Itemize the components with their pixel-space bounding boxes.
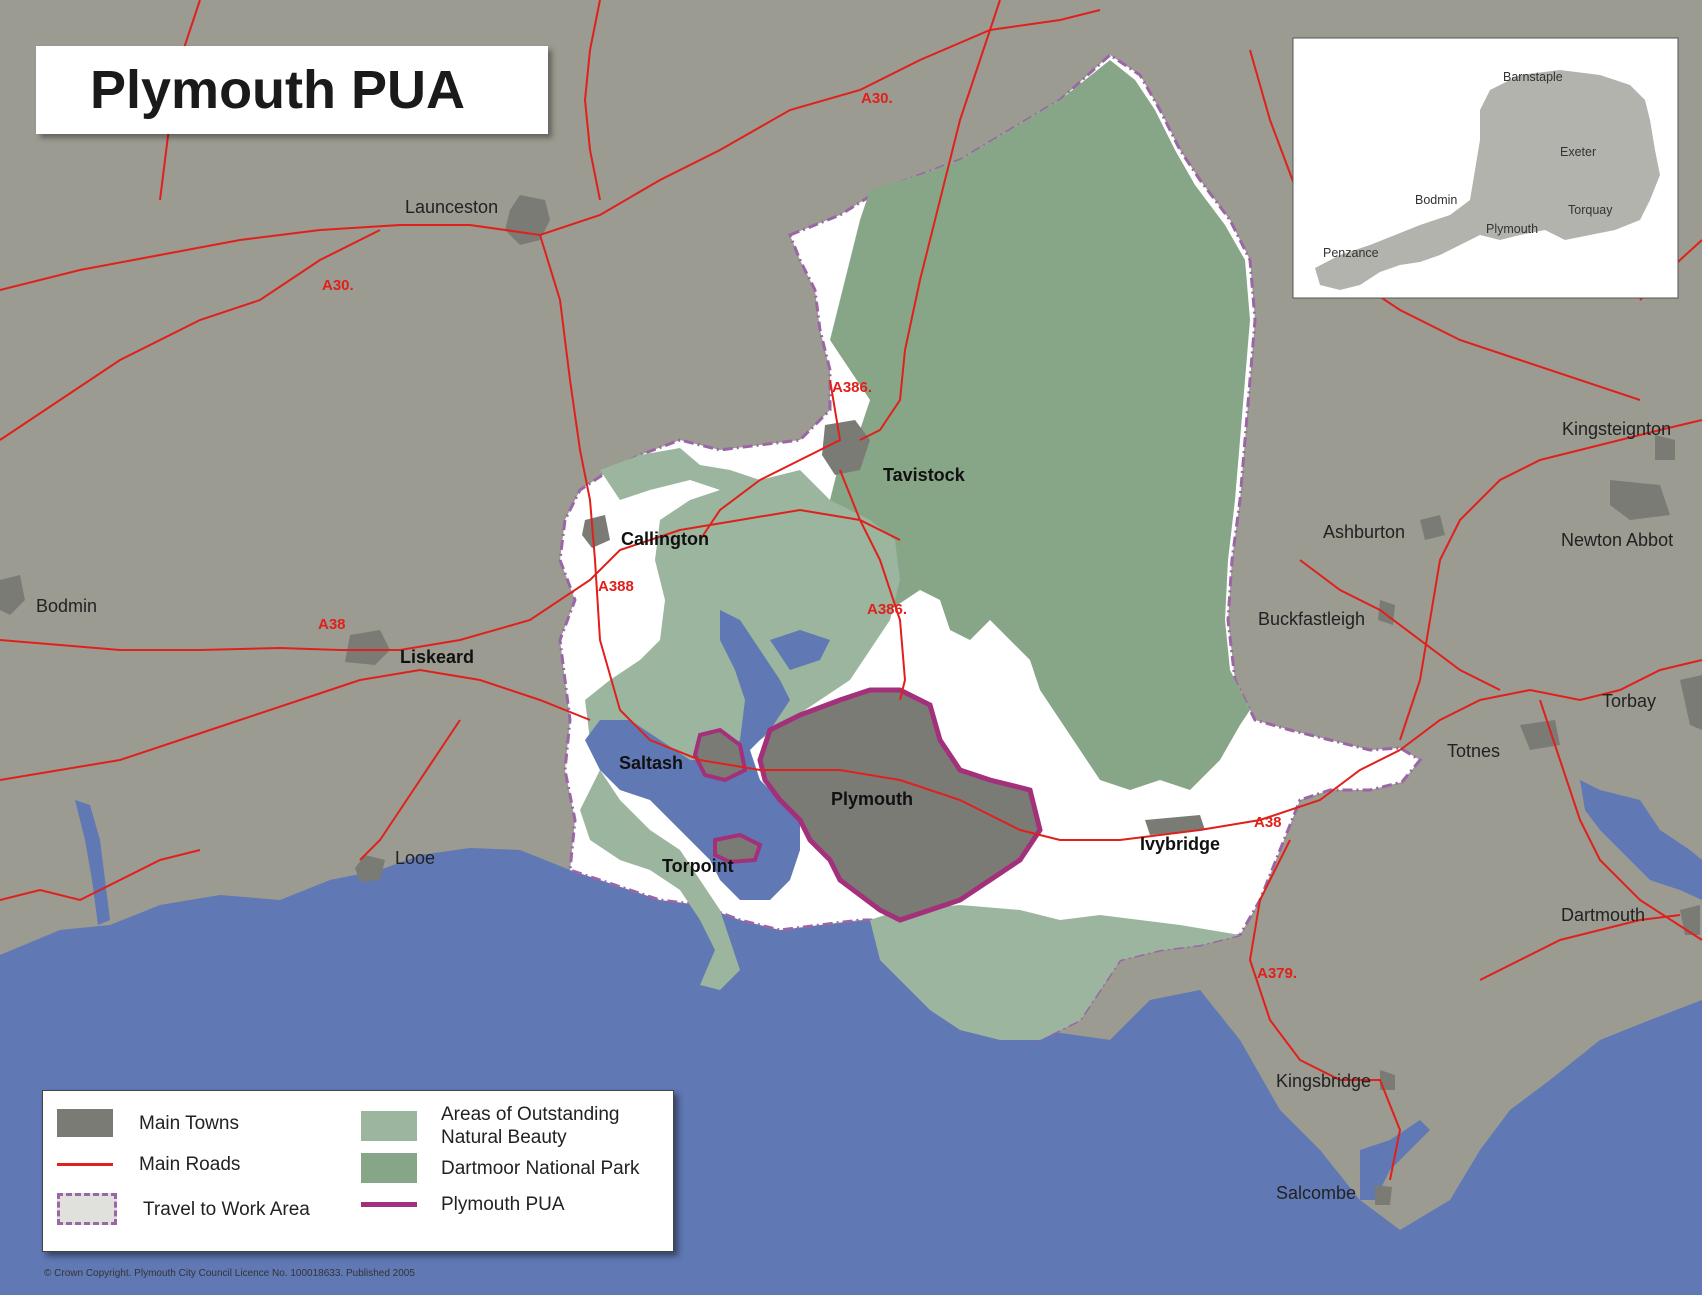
town-label-plymouth: Plymouth (831, 789, 913, 809)
aonb-tamar (585, 448, 900, 790)
legend-swatch-pua (361, 1202, 417, 1207)
legend-item-main-towns: Main Towns (57, 1109, 239, 1137)
legend-label-main-towns: Main Towns (139, 1112, 239, 1134)
estuary-looe (75, 800, 110, 925)
inset-label-plymouth: Plymouth (1486, 222, 1538, 236)
plymouth-pua-area (757, 687, 1043, 923)
town-label-buckfastleigh: Buckfastleigh (1258, 609, 1365, 629)
inset-label-bodmin: Bodmin (1415, 193, 1457, 207)
legend-swatch-dartmoor (361, 1153, 417, 1183)
inset-peninsula (1315, 70, 1660, 290)
inset-label-torquay: Torquay (1568, 203, 1613, 217)
legend-item-aonb: Areas of Outstanding Natural Beauty (361, 1103, 641, 1149)
torpoint-pua (713, 832, 763, 865)
legend-label-dartmoor: Dartmoor National Park (441, 1157, 640, 1179)
inset-label-exeter: Exeter (1560, 145, 1596, 159)
inset-label-penzance: Penzance (1323, 246, 1379, 260)
inset-map: Barnstaple Exeter Bodmin Torquay Plymout… (1292, 37, 1679, 299)
town-label-callington: Callington (621, 529, 709, 549)
town-label-launceston: Launceston (405, 197, 498, 217)
inset-label-barnstaple: Barnstaple (1503, 70, 1563, 84)
town-label-looe: Looe (395, 848, 435, 868)
town-label-kingsteignton: Kingsteignton (1562, 419, 1671, 439)
town-label-ashburton: Ashburton (1323, 522, 1405, 542)
town-label-saltash: Saltash (619, 753, 683, 773)
aonb-south-devon (870, 905, 1240, 1040)
town-label-ivybridge: Ivybridge (1140, 834, 1220, 854)
legend-swatch-main-towns (57, 1109, 113, 1137)
legend-label-aonb: Areas of Outstanding Natural Beauty (441, 1104, 620, 1148)
legend-swatch-travel-area (57, 1193, 117, 1225)
town-label-torpoint: Torpoint (662, 856, 734, 876)
legend-item-dartmoor: Dartmoor National Park (361, 1153, 640, 1183)
town-label-tavistock: Tavistock (883, 465, 966, 485)
river-tamar-branch (770, 630, 830, 670)
town-label-kingsbridge: Kingsbridge (1276, 1071, 1371, 1091)
town-label-newton-abbot: Newton Abbot (1561, 530, 1673, 550)
road-label-a30-north: A30. (861, 90, 893, 107)
legend: Main Towns Main Roads Travel to Work Are… (42, 1090, 674, 1252)
legend-label-pua: Plymouth PUA (441, 1194, 565, 1215)
aonb-tamar-west (580, 770, 740, 990)
road-label-a38-west: A38 (318, 616, 346, 633)
town-label-torbay: Torbay (1602, 691, 1656, 711)
road-label-a38-east: A38 (1254, 814, 1282, 831)
town-label-salcombe: Salcombe (1276, 1183, 1356, 1203)
road-label-a30-west: A30. (322, 277, 354, 294)
road-label-a379: A379. (1257, 965, 1297, 982)
road-label-a386-north: A386. (832, 379, 872, 396)
town-label-liskeard: Liskeard (400, 647, 474, 667)
road-label-a386-south: A386. (867, 601, 907, 618)
estuary-east (1580, 780, 1702, 900)
river-tamar (585, 610, 800, 900)
road-label-a388: A388 (598, 578, 634, 595)
legend-label-main-roads: Main Roads (139, 1154, 241, 1175)
legend-swatch-aonb (361, 1111, 417, 1141)
town-label-bodmin: Bodmin (36, 596, 97, 616)
dartmoor-national-park (830, 60, 1250, 790)
title-box: Plymouth PUA (36, 46, 548, 134)
legend-swatch-main-roads (57, 1163, 113, 1166)
legend-item-pua: Plymouth PUA (361, 1193, 565, 1216)
town-label-dartmouth: Dartmouth (1561, 905, 1645, 925)
legend-item-main-roads: Main Roads (57, 1153, 240, 1176)
legend-label-travel-area: Travel to Work Area (143, 1198, 310, 1220)
map-title: Plymouth PUA (90, 60, 466, 120)
legend-item-travel-area: Travel to Work Area (57, 1193, 310, 1225)
copyright-notice: © Crown Copyright. Plymouth City Council… (44, 1268, 415, 1279)
town-label-totnes: Totnes (1447, 741, 1500, 761)
